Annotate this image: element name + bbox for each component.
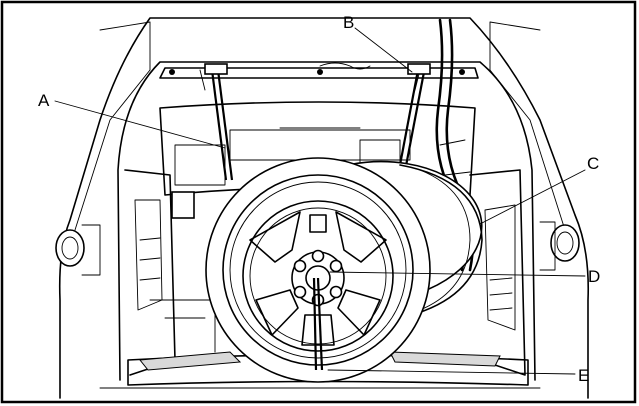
callout-label-d: D (588, 267, 600, 286)
leader-line-e (327, 369, 576, 375)
callout-label-e: E (578, 366, 589, 385)
leader-line-a (54, 100, 226, 149)
callout-label-c: C (587, 154, 599, 173)
callout-label-b: B (343, 13, 354, 32)
callout-labels: A B C D E (38, 13, 600, 385)
spare-tire (205, 157, 431, 383)
leader-line-d (329, 271, 586, 277)
leader-line-c (479, 169, 586, 225)
callout-label-a: A (38, 91, 50, 110)
tie-down-cables (204, 63, 431, 181)
leader-line-b (354, 27, 413, 73)
leader-lines (54, 27, 586, 375)
